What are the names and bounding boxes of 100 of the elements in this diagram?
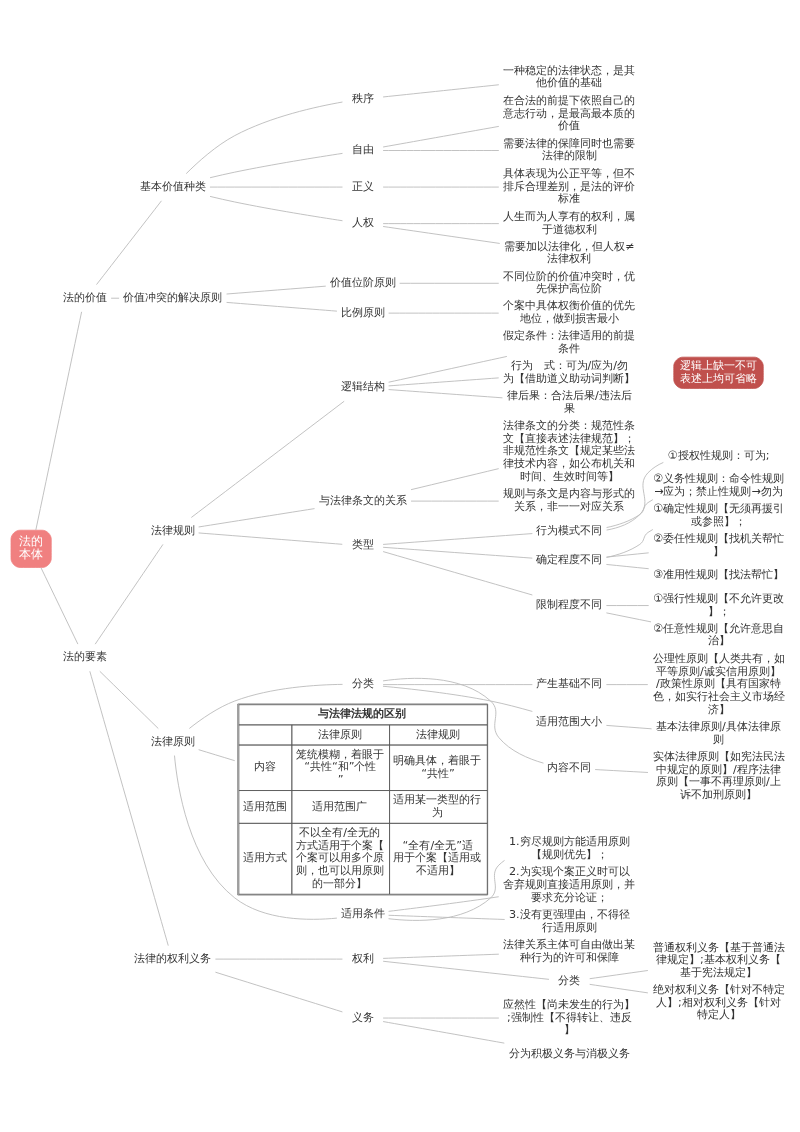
connector — [382, 186, 500, 188]
connector — [382, 125, 500, 148]
node-text: 一种稳定的法律状态，是其他价值的基础 — [503, 63, 636, 90]
node-text: 适用条件 — [340, 906, 385, 920]
connector — [382, 546, 533, 559]
node-text: 基本价值种类 — [139, 179, 206, 193]
connector — [35, 311, 83, 531]
node-text: 不同位阶的价值冲突时，优先保护高位阶 — [503, 269, 636, 296]
node-text: 1.穷尽规则方能适用原则【规则优先】； — [508, 834, 630, 861]
node-text: 在合法的前提下依照自己的意志行动，是最高最本质的价值 — [503, 93, 636, 133]
node-text: 基本法律原则/具体法律原则 — [656, 720, 781, 746]
node-text: 公理性原则【人类共有，如平等原则/诚实信用原则】/政策性原则【具有国家特色，如实行社会主义市场经济】 — [652, 651, 785, 716]
connector — [190, 400, 345, 518]
node-text: 分类 — [558, 974, 581, 988]
connector — [209, 186, 343, 188]
node-text: 行为模式不同 — [536, 523, 603, 537]
connector — [382, 1017, 500, 1019]
node-text: 限制程度不同 — [536, 598, 603, 612]
node-text: 正义 — [351, 179, 374, 193]
connector — [410, 468, 500, 491]
connector — [382, 223, 500, 225]
node-box: 法的本体 — [10, 529, 52, 568]
connector — [410, 500, 500, 502]
node-text: 需要加以法律化，但人权≠法律权利 — [504, 239, 635, 266]
connector — [606, 462, 664, 531]
node-text: 类型 — [351, 538, 374, 552]
connector — [382, 684, 533, 686]
connector — [388, 389, 503, 399]
node-text: 2.为实现个案正义时可以舍弃规则直接适用原则，并要求充分论证； — [503, 865, 636, 904]
node-text: ②委任性规则【找机关帮忙】 — [653, 532, 785, 558]
node-text: 权利 — [351, 951, 374, 965]
connector — [388, 312, 500, 314]
connector — [209, 152, 343, 179]
node-text: 普通权利义务【基于普通法律规定】;基本权利义务【基于宪法规定】 — [652, 940, 785, 979]
connector — [382, 150, 500, 151]
node-text: 应然性【尚未发生的行为】;强制性【不得转让、违反】 — [503, 997, 636, 1037]
node-text: ①授权性规则：可为; — [667, 448, 770, 462]
node-text: 法律原则 — [150, 734, 195, 748]
connector — [40, 567, 79, 645]
connector — [198, 749, 236, 762]
connector — [382, 1021, 505, 1044]
connector — [174, 755, 338, 920]
connector — [198, 508, 315, 528]
connector — [185, 101, 343, 175]
connector — [382, 226, 501, 244]
node-text: 需要法律的保障同时也需要法律的限制 — [503, 136, 636, 163]
connector — [382, 960, 550, 980]
node-text: 行为 式：可为/应为/勿为【借助道义助动词判断】 — [503, 359, 636, 385]
node-text: 人权 — [351, 216, 374, 230]
node-text: 义务 — [351, 1010, 374, 1024]
connector — [89, 670, 169, 947]
connector — [382, 677, 544, 764]
node-text: 适用范围大小 — [536, 715, 603, 729]
connector — [605, 724, 653, 730]
connector — [226, 301, 338, 312]
connector — [214, 958, 343, 960]
node-text: 自由 — [351, 143, 374, 157]
connector — [605, 552, 650, 558]
connector — [382, 685, 533, 712]
connector — [388, 859, 505, 921]
node-text: 分为积极义务与消极义务 — [508, 1047, 630, 1061]
connector — [226, 285, 327, 295]
node-text: ①确定性规则【无须再援引或参照】； — [653, 502, 785, 528]
node-text: 分类 — [351, 677, 374, 691]
connector — [96, 200, 162, 286]
node-text: 法的价值 — [63, 290, 108, 304]
node-text: 与法律条文的关系 — [318, 493, 407, 507]
connector — [99, 670, 159, 729]
connector — [94, 543, 164, 645]
node-text: 个案中具体权衡价值的优先地位，做到损害最小 — [503, 299, 636, 326]
connector — [214, 971, 343, 1013]
node-box: 逻辑上缺一不可表述上均可省略 — [673, 356, 764, 389]
connector — [188, 683, 343, 729]
node-text: 法律条文的分类：规范性条文【直接表述法律规范】；非规范性条文【规定某些法律技术内容，如公布机关和时间、生效时间等】 — [503, 419, 636, 483]
connector — [209, 195, 343, 222]
node-text: 内容不同 — [547, 760, 592, 774]
connector — [589, 983, 649, 994]
connector — [382, 953, 500, 959]
node-text: 价值位阶原则 — [329, 275, 396, 289]
connector — [388, 896, 500, 912]
connector — [388, 377, 500, 387]
connector — [605, 564, 650, 570]
connector — [589, 970, 649, 980]
connector — [382, 551, 533, 596]
node-text: ①强行性规则【不允许更改】； — [653, 591, 785, 618]
connector — [198, 532, 343, 545]
connector — [606, 499, 654, 528]
node-text: 比例原则 — [340, 305, 385, 319]
connector — [382, 84, 500, 98]
node-text: 价值冲突的解决原则 — [123, 290, 223, 304]
node-text: 实体法律原则【如宪法民法中规定的原则】/程序法律原则【一事不再理原则/上诉不加刑原则】 — [652, 749, 785, 801]
connector — [388, 356, 508, 383]
node-text: ②义务性规则：命令性规则→应为；禁止性规则→勿为 — [653, 472, 785, 499]
node-text: 法的要素 — [63, 650, 108, 664]
node-text: 3.没有更强理由，不得径行适用原则 — [508, 908, 630, 934]
connector — [605, 684, 649, 686]
node-text: 法律的权利义务 — [134, 951, 212, 965]
node-text: 律后果：合法后果/违法后果 — [506, 388, 632, 415]
node-text: 具体表现为公正平等，但不排斥合理差别，是法的评价标准 — [503, 166, 636, 206]
node-text: ③准用性规则【找法帮忙】 — [653, 568, 785, 582]
